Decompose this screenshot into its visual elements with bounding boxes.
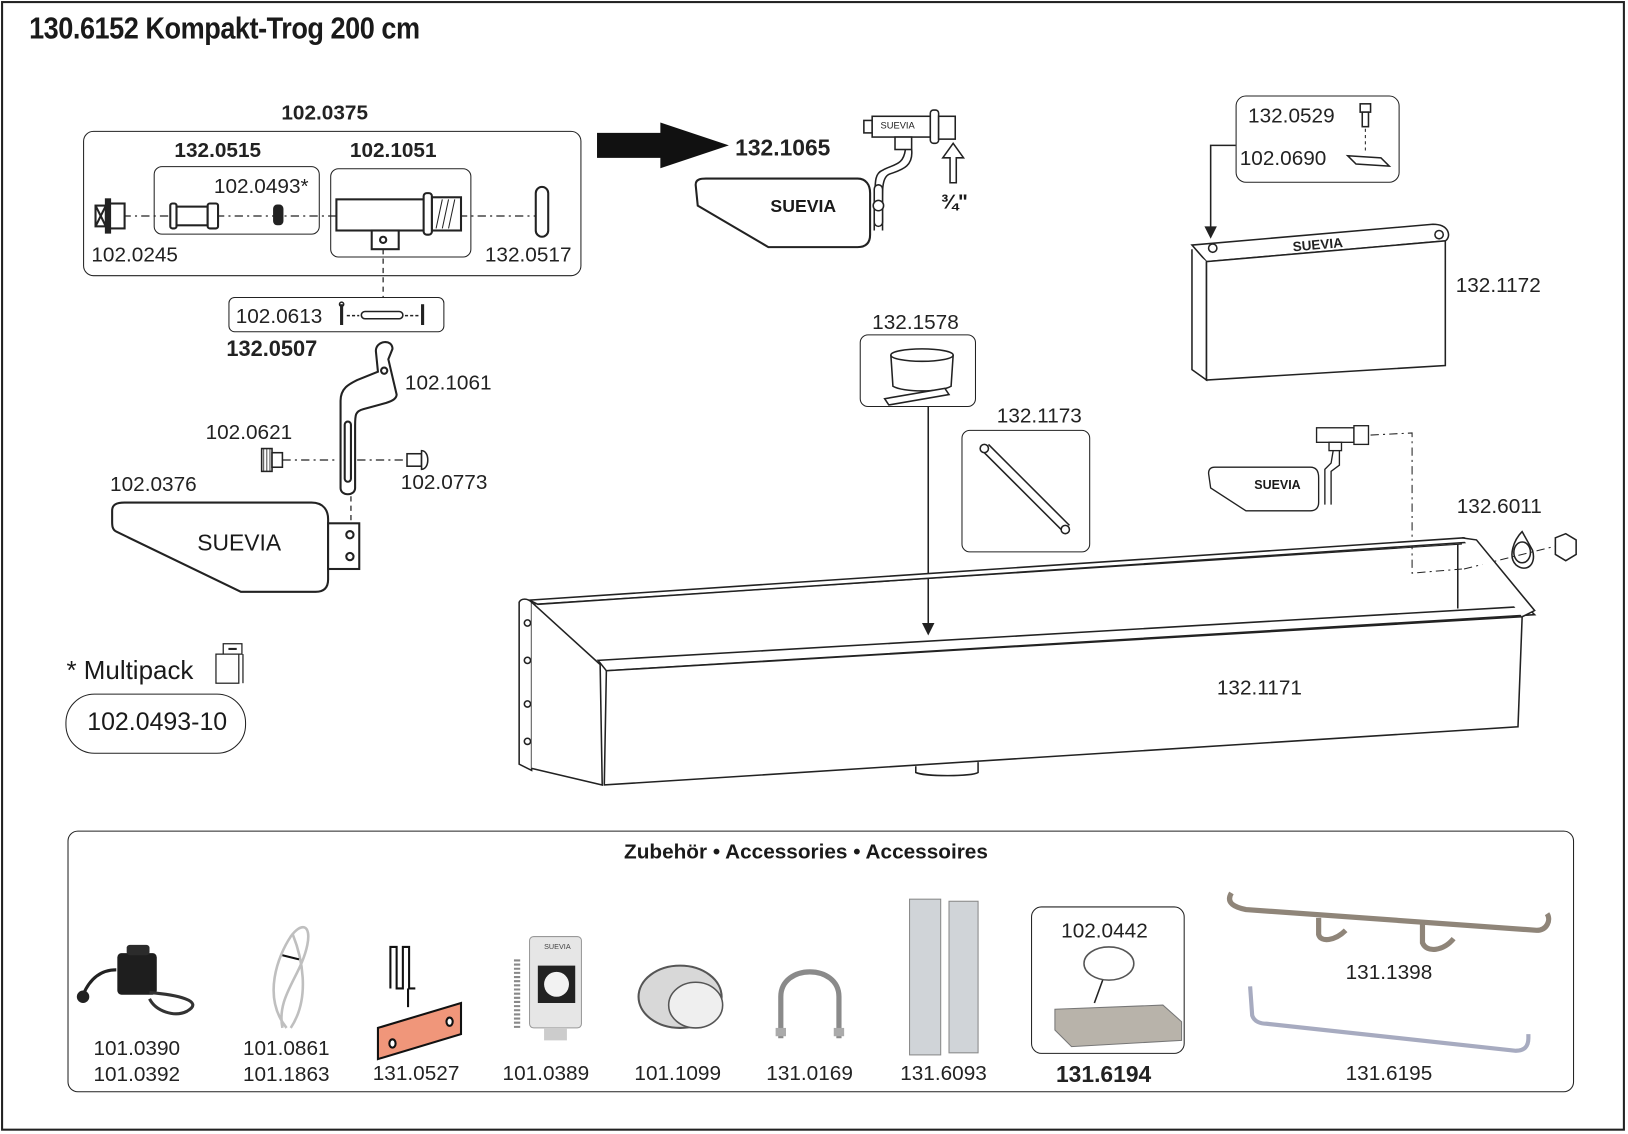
code: 101.0390	[93, 1037, 181, 1061]
accessory-heated-tray-sub[interactable]: 102.0442	[1061, 919, 1148, 943]
group-label-102-0375[interactable]: 102.0375	[281, 101, 368, 125]
accessory-heating-cable[interactable]: 101.0861 101.1863	[243, 1036, 330, 1088]
part-label-plug[interactable]: 102.0245	[91, 244, 178, 267]
code: 101.0392	[93, 1063, 181, 1087]
part-label-102-1061[interactable]: 102.1061	[404, 371, 492, 395]
svg-text:SUEVIA: SUEVIA	[544, 942, 571, 951]
pin-set-icon	[338, 301, 425, 325]
multipack-badge	[65, 693, 247, 754]
u-bolt-icon	[775, 969, 845, 1039]
part-label-132-1173[interactable]: 132.1173	[996, 404, 1082, 428]
multipack-label: * Multipack	[66, 656, 194, 686]
heating-cable-icon	[272, 926, 310, 1029]
cover-leader	[1209, 144, 1236, 231]
connection-line	[1370, 432, 1462, 574]
fitting-icon	[1463, 530, 1577, 570]
part-label-nut[interactable]: 132.0517	[484, 244, 572, 267]
complete-valve-brand: SUEVIA	[770, 196, 837, 216]
accessory-heated-tray[interactable]: 131.6194	[1055, 1061, 1152, 1088]
part-label-132-6011[interactable]: 132.6011	[1456, 495, 1542, 519]
small-valve-icon	[1207, 425, 1370, 512]
strut-icon	[979, 443, 1071, 535]
lever-icon	[339, 341, 398, 496]
seal-icon	[273, 204, 284, 226]
accessory-transformer[interactable]: 101.0390 101.0392	[93, 1036, 180, 1088]
multipack-part[interactable]: 102.0493-10	[87, 708, 228, 737]
bolt-icon	[1359, 103, 1372, 152]
heated-tray-icon	[1054, 946, 1183, 1048]
code: 101.0861	[242, 1037, 330, 1061]
part-label-102-0376[interactable]: 102.0376	[110, 473, 197, 497]
transformer-icon	[76, 944, 195, 1016]
group-label-102-1051[interactable]: 102.1051	[349, 139, 437, 162]
page-title: 130.6152 Kompakt-Trog 200 cm	[29, 12, 420, 46]
float-brand: SUEVIA	[197, 529, 282, 556]
part-label-132-1171[interactable]: 132.1171	[1216, 676, 1302, 700]
lever-slot	[343, 420, 352, 483]
svg-text:SUEVIA: SUEVIA	[1292, 235, 1344, 254]
part-label-102-0621[interactable]: 102.0621	[205, 421, 293, 445]
thermostat-icon: SUEVIA	[513, 936, 582, 1041]
part-label-132-0529[interactable]: 132.0529	[1248, 104, 1335, 128]
valve-body-icon	[335, 192, 463, 251]
thread-size-label: ¾"	[940, 191, 968, 214]
connecting-pipe-icon	[1248, 986, 1531, 1053]
part-label-seal[interactable]: 102.0493*	[213, 175, 309, 199]
complete-valve-head-brand: SUEVIA	[880, 120, 915, 131]
clamp-icon	[1345, 154, 1392, 168]
pin-set-box	[228, 296, 445, 333]
screw-icon	[406, 449, 429, 471]
nut-icon	[534, 185, 550, 238]
mounting-plates-icon	[909, 898, 979, 1056]
accessory-protection-bar[interactable]: 131.1398	[1345, 961, 1433, 985]
part-label-102-0773[interactable]: 102.0773	[400, 471, 488, 495]
accessory-heating-element[interactable]: 131.0527	[372, 1062, 460, 1086]
cover-fastener-box	[1235, 95, 1400, 183]
complete-valve-icon	[694, 109, 966, 249]
accessory-connecting-pipe[interactable]: 131.6195	[1345, 1062, 1433, 1086]
arrow-down-icon	[1204, 226, 1217, 239]
part-label-102-0690[interactable]: 102.0690	[1239, 147, 1327, 171]
cup-box	[859, 334, 977, 408]
group-label-132-0515[interactable]: 132.0515	[174, 139, 262, 162]
strut-box	[961, 429, 1091, 553]
lever-hole	[380, 366, 389, 375]
plug-icon	[94, 198, 126, 234]
part-label-102-0613[interactable]: 102.0613	[235, 305, 323, 329]
part-label-132-1578[interactable]: 132.1578	[872, 311, 959, 335]
accessory-mounting-plates[interactable]: 131.6093	[900, 1062, 987, 1086]
code: 101.1863	[242, 1063, 330, 1087]
part-label-132-1065[interactable]: 132.1065	[735, 134, 831, 161]
cover-icon	[1190, 223, 1450, 382]
cup-icon	[883, 348, 954, 406]
knob-icon	[260, 447, 284, 473]
part-label-132-1172[interactable]: 132.1172	[1455, 274, 1541, 297]
valve-assembly-box	[83, 130, 582, 277]
accessory-tape[interactable]: 101.1099	[634, 1062, 722, 1086]
sub-box-102-1051	[330, 168, 472, 258]
float-icon	[111, 501, 330, 593]
protection-bar-icon	[1227, 891, 1552, 952]
arrow-right-icon	[597, 122, 729, 169]
multipack-box-icon	[215, 643, 244, 684]
accessory-u-bolt[interactable]: 131.0169	[766, 1062, 853, 1086]
accessories-heading: Zubehör • Accessories • Accessoires	[624, 841, 988, 864]
accessories-panel	[67, 830, 1575, 1093]
sub-box-132-0515	[153, 166, 320, 235]
coupling-icon	[169, 202, 220, 230]
trough-icon	[518, 537, 1537, 786]
group-label-132-0507[interactable]: 132.0507	[226, 337, 318, 362]
heated-tray-box	[1031, 906, 1185, 1054]
small-float-brand: SUEVIA	[1254, 477, 1301, 493]
float-bracket	[327, 522, 361, 571]
accessory-thermostat[interactable]: 101.0389	[502, 1062, 590, 1086]
tape-icon	[637, 964, 724, 1029]
heating-element-icon	[376, 945, 463, 1061]
